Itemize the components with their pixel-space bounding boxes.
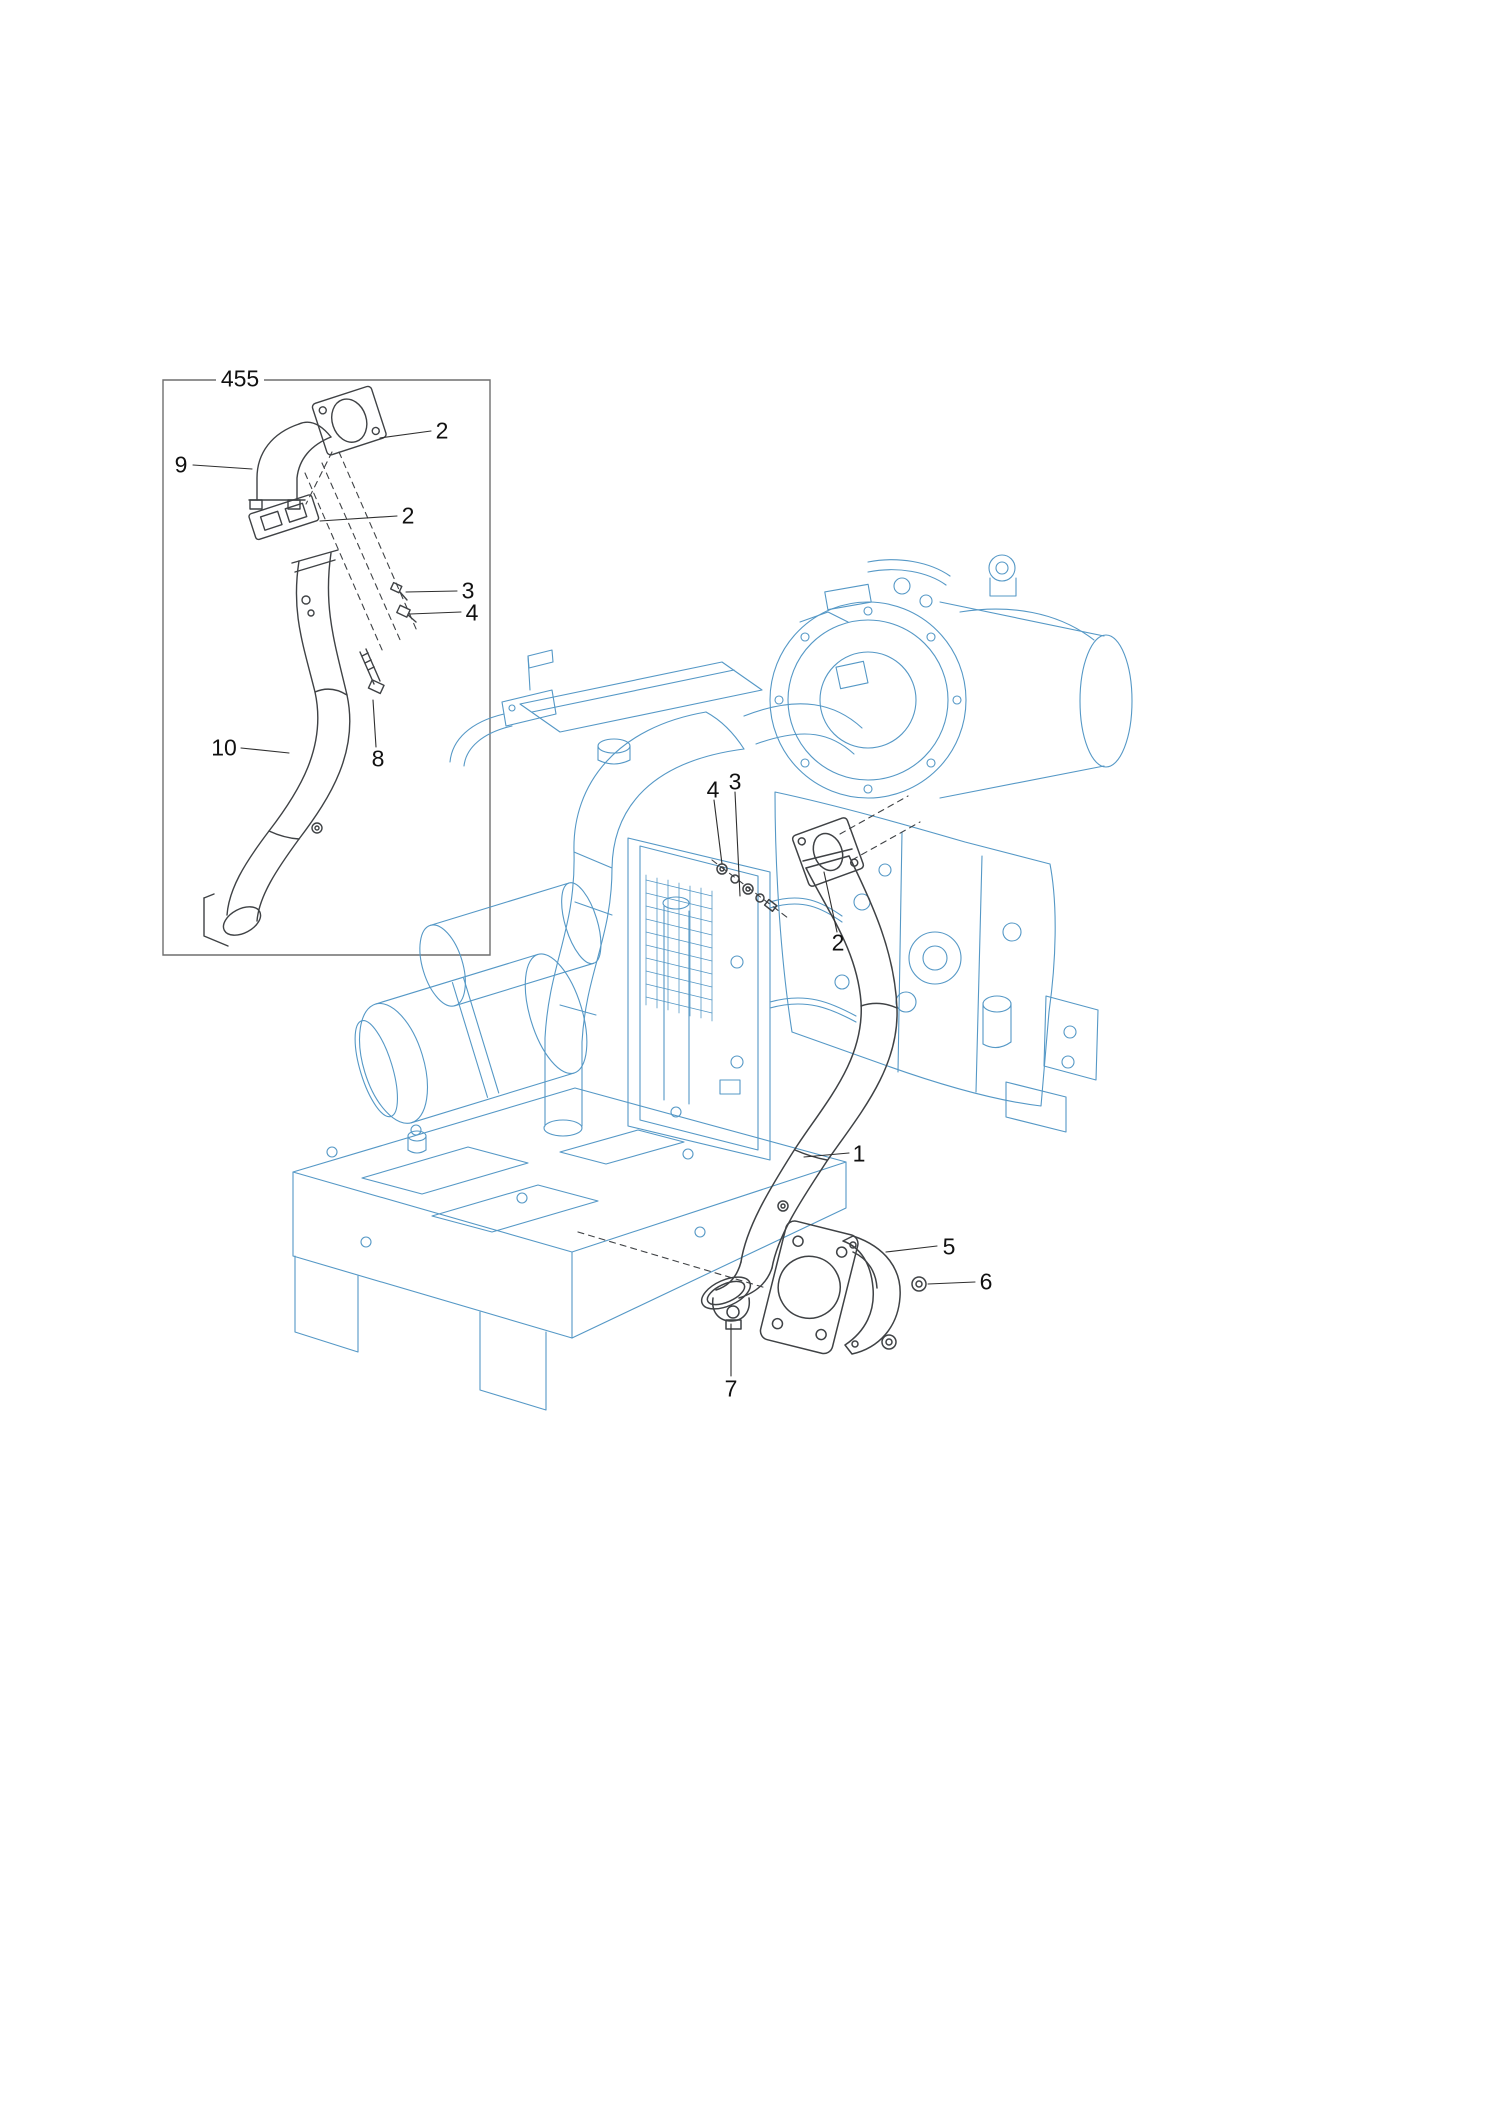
flywheel-housing bbox=[769, 554, 1133, 799]
callout-4-main: 4 bbox=[706, 776, 720, 803]
heat-shield bbox=[842, 1235, 901, 1355]
air-cleaner bbox=[354, 882, 602, 1124]
valve-cover bbox=[449, 649, 763, 767]
intake-hose bbox=[543, 703, 863, 1137]
outlet-gasket-plate bbox=[759, 1220, 859, 1355]
inset-washer-b bbox=[307, 609, 315, 617]
inset-bolt-3 bbox=[389, 581, 408, 601]
inset-bolt-4 bbox=[396, 604, 417, 623]
callout-7: 7 bbox=[724, 1375, 738, 1402]
inset-elbow-pipe bbox=[248, 421, 332, 510]
callout-2-main: 2 bbox=[831, 929, 845, 956]
exhaust-assembly bbox=[577, 795, 927, 1355]
shield-nuts bbox=[881, 1276, 927, 1350]
inset-washer-a bbox=[301, 595, 311, 605]
inset-detail-parts bbox=[203, 385, 418, 947]
callout-2-inset-mid: 2 bbox=[401, 502, 415, 529]
inset-panel-border bbox=[162, 379, 491, 956]
inset-gasket-flange bbox=[311, 385, 387, 456]
engine-line-art bbox=[292, 554, 1133, 1411]
exhaust-flange bbox=[791, 817, 865, 887]
radiator-core-hatch bbox=[645, 874, 713, 1022]
pipe-clamp bbox=[711, 1297, 751, 1330]
callout-1: 1 bbox=[852, 1140, 866, 1167]
callout-3-main: 3 bbox=[728, 768, 742, 795]
inset-long-pipe bbox=[203, 549, 351, 947]
callout-2-inset-top: 2 bbox=[435, 417, 449, 444]
stud-axes-dashed bbox=[577, 795, 921, 1289]
callout-9: 9 bbox=[174, 451, 188, 478]
callout-5: 5 bbox=[942, 1233, 956, 1260]
inset-bolt-8 bbox=[359, 648, 385, 695]
callout-leader-lines bbox=[192, 430, 976, 1377]
inset-gasket-mid bbox=[248, 494, 320, 541]
engine-block bbox=[774, 791, 1099, 1133]
callout-8: 8 bbox=[371, 745, 385, 772]
exhaust-pipe bbox=[700, 848, 898, 1310]
inset-assembly-axes bbox=[304, 451, 418, 653]
callout-10: 10 bbox=[211, 734, 237, 761]
callout-455: 455 bbox=[220, 365, 260, 392]
engine-base-frame bbox=[292, 1087, 847, 1411]
callout-3-inset: 3 bbox=[461, 577, 475, 604]
callout-4-inset: 4 bbox=[465, 599, 479, 626]
callout-6: 6 bbox=[979, 1268, 993, 1295]
